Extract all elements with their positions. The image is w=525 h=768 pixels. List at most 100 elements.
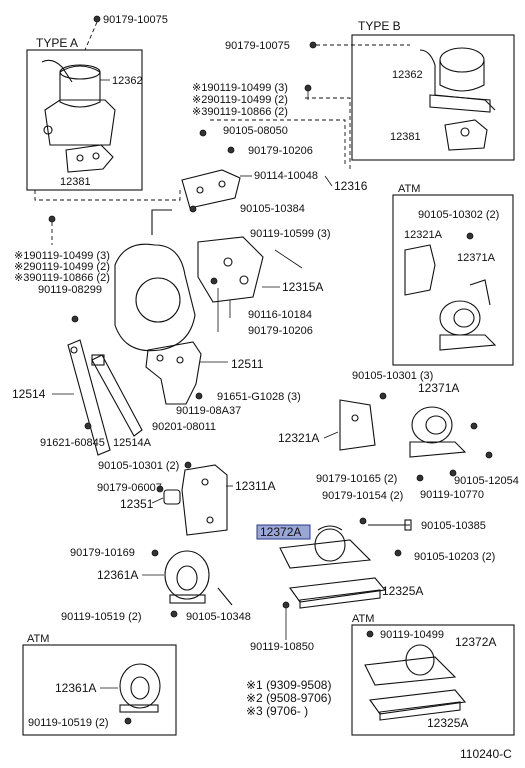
bolt-90119-08299 (71, 315, 79, 323)
nut-right (470, 422, 478, 430)
mount-atm-12361A (119, 663, 161, 713)
label-atm-90119-10499: 90119-10499 (380, 629, 444, 641)
type-a-label: TYPE A (36, 36, 78, 50)
bolt-91651-G1028 (195, 392, 203, 400)
mount-12361A (164, 550, 210, 604)
mount-atm-12371A (439, 279, 497, 351)
label-12316: 12316 (334, 179, 368, 193)
bolt-atm-90119-10499 (366, 630, 374, 638)
bolt-90105-10203 (394, 549, 402, 557)
stay-12514 (67, 339, 111, 456)
bracket-atm-12321A (404, 244, 436, 296)
label-12325A: 12325A (382, 584, 423, 598)
label-upper-list-2: ※290119-10499 (2) (192, 94, 288, 106)
bracket-12316 (181, 169, 241, 209)
label-90179-10154: 90179-10154 (2) (322, 490, 403, 502)
label-90179-10206-top: 90179-10206 (248, 145, 313, 157)
engine-mount-12362-type-b (419, 47, 496, 113)
label-90114-10048: 90114-10048 (254, 170, 318, 182)
type-a-box (26, 49, 143, 191)
label-12372A[interactable]: 12372A (260, 525, 301, 539)
bracket-12321A (339, 399, 376, 451)
label-12371A-r: 12371A (418, 381, 459, 395)
atm-box-right (392, 194, 514, 366)
label-12311A: 12311A (235, 479, 275, 493)
label-12381-b: 12381 (390, 131, 421, 143)
label-90116-10184: 90116-10184 (248, 309, 312, 321)
label-atm-12361A: 12361A (55, 681, 96, 695)
label-12362-b: 12362 (392, 69, 423, 81)
bolt-90105-10384 (189, 205, 197, 213)
label-90105-10203: 90105-10203 (2) (414, 551, 495, 563)
atm-box-bottom-left (22, 644, 177, 736)
label-12514A: 12514A (113, 437, 152, 449)
label-90179-10169: 90179-10169 (70, 547, 135, 559)
label-90105-12054: 90105-12054 (454, 475, 519, 487)
label-90119-08299: 90119-08299 (38, 284, 102, 296)
label-12315A: 12315A (282, 280, 323, 294)
bolt-90179-10075-top (93, 15, 101, 23)
stay-12514A (91, 354, 143, 437)
label-90179-10075-top: 90179-10075 (103, 14, 168, 26)
label-90119-10770: 90119-10770 (420, 489, 484, 501)
atm-label-bottom-left: ATM (27, 633, 49, 645)
nut-90179-10165 (416, 474, 424, 482)
label-upper-list-1: ※190119-10499 (3) (192, 82, 288, 94)
bolt-90105-08050 (199, 129, 207, 137)
bracket-12315A (197, 236, 264, 303)
bolt-atm-90119-10519 (124, 717, 132, 725)
label-90119-10599: 90119-10599 (3) (250, 228, 331, 240)
engine-mount-12362-type-a (41, 59, 116, 146)
mount-12372A (279, 525, 372, 569)
spacer-12351 (163, 489, 181, 505)
bracket-12311A (181, 464, 228, 536)
bolt-90105-10301-mid (184, 461, 192, 469)
highlight-12372A[interactable] (256, 524, 311, 540)
label-90105-10301-mid: 90105-10301 (2) (98, 460, 179, 472)
bracket-12511 (145, 341, 202, 405)
label-12321A-r: 12321A (278, 431, 319, 445)
bolt-90105-12054 (485, 451, 493, 459)
label-atm-12372A: 12372A (455, 635, 496, 649)
label-12381-a: 12381 (60, 176, 91, 188)
label-90105-10301-r: 90105-10301 (3) (352, 370, 433, 382)
label-upper-list-3: ※390119-10866 (2) (192, 106, 288, 118)
label-atm-12321A: 12321A (404, 229, 443, 241)
label-90179-10165: 90179-10165 (2) (316, 473, 397, 485)
label-atm-90119-10519: 90119-10519 (2) (28, 717, 109, 729)
type-b-label: TYPE B (358, 19, 401, 33)
label-90179-10206-mid: 90179-10206 (248, 325, 313, 337)
label-12351: 12351 (120, 497, 154, 511)
label-91621-60845: 91621-60845 (40, 437, 105, 449)
label-12514: 12514 (12, 387, 46, 401)
diagram-code: 110240-C (460, 747, 512, 761)
atm-label-bottom-right: ATM (352, 613, 374, 625)
bolt-90119-10850 (282, 601, 290, 609)
bolt-left-list (48, 215, 56, 223)
nut-90179-10206 (210, 277, 218, 285)
bracket-12325A (289, 577, 387, 609)
bolt-90179-10206-top (227, 146, 235, 154)
label-90179-10075-b: 90179-10075 (225, 40, 290, 52)
bolt-90119-10519 (170, 610, 178, 618)
bolt-90119-10770 (449, 469, 457, 477)
label-atm-12371A: 12371A (457, 252, 496, 264)
label-90179-06007: 90179-06007 (97, 482, 162, 494)
label-left-list-1: ※190119-10499 (3) (14, 250, 110, 262)
label-12361A: 12361A (97, 568, 138, 582)
bolt-atm-90105-10302 (466, 232, 474, 240)
bolt-91621-60845 (84, 422, 92, 430)
bolt-upper-list (304, 84, 312, 92)
label-90119-10519: 90119-10519 (2) (61, 611, 142, 623)
label-90105-10385: 90105-10385 (421, 520, 486, 532)
label-90119-08A37: 90119-08A37 (176, 405, 241, 417)
footnote-2: ※2 (9508-9706) (246, 691, 331, 705)
label-91651-G1028: 91651-G1028 (3) (217, 391, 301, 403)
label-left-list-3: ※390119-10866 (2) (14, 272, 110, 284)
nut-90179-10169 (151, 549, 159, 557)
nut-90179-10154 (359, 517, 367, 525)
label-90119-10850: 90119-10850 (250, 641, 314, 653)
label-90105-10348: 90105-10348 (186, 611, 251, 623)
mount-12371A (409, 406, 467, 458)
